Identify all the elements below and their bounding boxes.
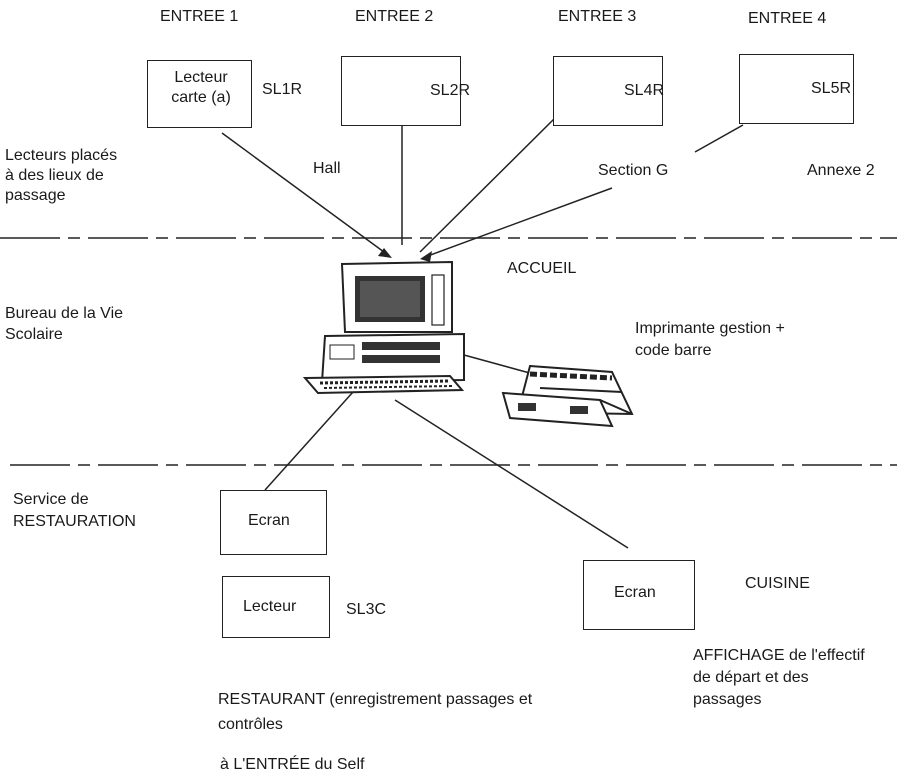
computer-icon [302,260,465,395]
line-screen-cuisine [394,399,629,549]
reader-code-sl5r: SL5R [811,80,852,97]
cuisine-screen-box: Ecran [583,560,695,630]
reader-code-sl4r: SL4R [624,82,665,99]
printer-label: Imprimante gestion + code barre [635,320,785,359]
arrow-section-g [420,251,432,262]
arrow-sl1r [378,248,392,258]
entrance-1-label: ENTREE 1 [160,8,239,25]
reader-code-sl2r: SL2R [430,82,471,99]
zone-bureau-label: Bureau de la Vie Scolaire [5,305,124,343]
reader-box-1-label: Lecteur carte (a) [171,69,231,106]
place-section-g: Section G [598,162,669,179]
line-section-g [424,187,613,258]
place-annexe-2: Annexe 2 [807,162,875,179]
reader-code-sl3c: SL3C [346,601,387,618]
entrance-2-label: ENTREE 2 [355,8,434,25]
reader-code-sl1r: SL1R [262,81,303,98]
line-sl5r [694,124,744,153]
restaurant-entry-label: à L'ENTRÉE du Self [220,756,365,773]
cuisine-caption: AFFICHAGE de l'effectif de départ et des… [693,647,865,708]
printer-icon [501,364,634,428]
zone-passage-label: Lecteurs placés à des lieux de passage [5,147,118,204]
reader-box-4 [553,56,663,126]
restaurant-screen-box: Ecran [220,490,327,555]
restaurant-screen-label: Ecran [248,512,290,529]
reader-box-5 [739,54,854,124]
accueil-label: ACCUEIL [507,260,577,277]
line-sl1r [221,132,389,256]
cuisine-screen-label: Ecran [614,584,656,601]
cuisine-title: CUISINE [745,575,810,592]
zone-restauration-label: Service de RESTAURATION [13,491,136,530]
reader-box-1: Lecteur carte (a) [147,60,252,128]
restaurant-reader-label: Lecteur [243,598,297,615]
line-screen-restaurant [264,391,354,491]
entrance-4-label: ENTREE 4 [748,10,827,27]
restaurant-reader-box: Lecteur [222,576,330,638]
reader-box-2 [341,56,461,126]
entrance-3-label: ENTREE 3 [558,8,637,25]
place-hall: Hall [313,160,341,177]
line-sl4r [419,117,556,253]
restaurant-caption: RESTAURANT (enregistrement passages et c… [218,691,533,733]
